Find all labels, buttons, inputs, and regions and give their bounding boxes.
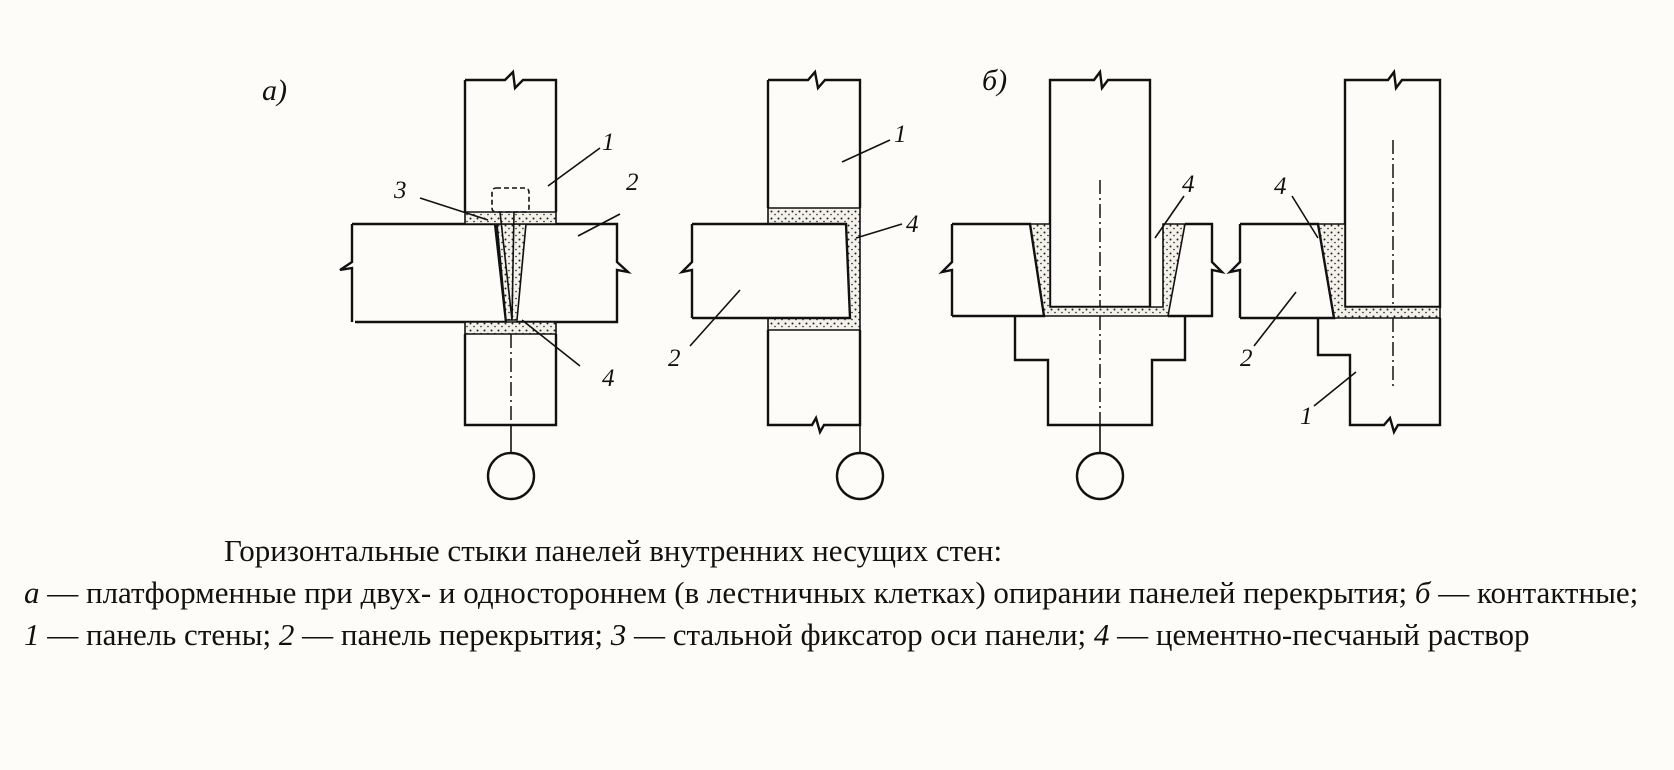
caption-text-2: — панель перекрытия; xyxy=(294,617,611,652)
label-4: 4 xyxy=(602,365,615,392)
label-1: 1 xyxy=(602,129,615,156)
floor-slab-right xyxy=(516,222,632,324)
joints-diagram: 1 3 2 4 1 4 2 4 xyxy=(262,64,1442,501)
label-2: 2 xyxy=(626,169,639,196)
caption-text-3: — стальной фиксатор оси панели; xyxy=(626,617,1094,652)
figure-caption: Горизонтальные стыки панелей внутренних … xyxy=(24,530,1654,656)
label-4: 4 xyxy=(906,211,919,238)
caption-key-b: б xyxy=(1414,575,1431,610)
contact-joint-two-sided: 4 xyxy=(938,68,1226,501)
floor-slab xyxy=(692,222,852,320)
label-3: 3 xyxy=(393,177,407,204)
lower-wall-panel xyxy=(1316,318,1442,436)
axis-marker xyxy=(835,451,885,501)
caption-key-a: а xyxy=(24,575,40,610)
contact-joint-one-sided: 4 2 1 xyxy=(1226,68,1442,436)
label-2: 2 xyxy=(1240,345,1253,372)
platform-joint-one-sided: 1 4 2 xyxy=(668,69,919,501)
mortar-joint xyxy=(1029,223,1186,317)
caption-key-3: 3 xyxy=(610,617,627,652)
upper-wall-panel xyxy=(463,69,558,212)
steel-fixator xyxy=(499,211,515,321)
floor-slab-right xyxy=(1168,222,1226,318)
label-2: 2 xyxy=(668,345,681,372)
caption-title: Горизонтальные стыки панелей внутренних … xyxy=(224,533,1003,568)
caption-text-1: — панель стены; xyxy=(39,617,279,652)
label-4: 4 xyxy=(1274,173,1287,200)
label-4: 4 xyxy=(1182,171,1195,198)
caption-text-a: — платформенные при двух- и односторонне… xyxy=(39,575,1415,610)
caption-key-2: 2 xyxy=(278,617,295,652)
platform-joint-two-sided: 1 3 2 4 xyxy=(339,69,639,501)
caption-text-4: — цементно-песчаный раствор xyxy=(1109,617,1530,652)
lower-wall-panel xyxy=(766,330,862,436)
floor-slab-left xyxy=(352,222,508,324)
fixator-head xyxy=(491,187,530,213)
axis-marker xyxy=(486,451,536,501)
label-1: 1 xyxy=(894,121,907,148)
sublabel-b: б) xyxy=(982,64,1007,97)
label-1: 1 xyxy=(1300,403,1313,430)
sublabel-a: а) xyxy=(262,74,287,107)
floor-slab-left xyxy=(952,222,1046,318)
caption-key-4: 4 xyxy=(1093,617,1110,652)
caption-text-b: — контактные; xyxy=(1430,575,1639,610)
axis-marker xyxy=(1075,451,1125,501)
floor-slab xyxy=(1240,222,1336,320)
upper-wall-panel xyxy=(766,69,862,208)
mortar-joint xyxy=(1317,223,1441,319)
caption-key-1: 1 xyxy=(24,617,40,652)
